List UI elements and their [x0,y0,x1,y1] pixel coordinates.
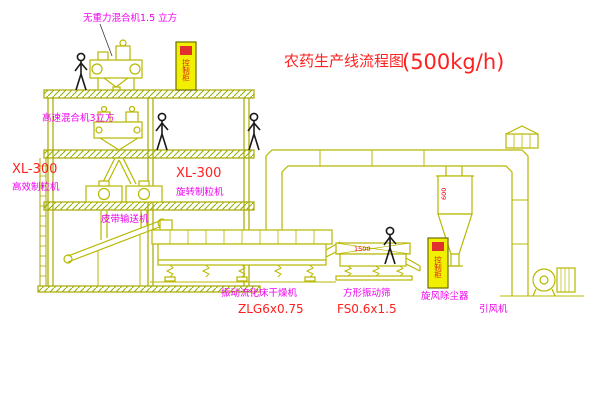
control-cabinet-1: 控制柜 [175,41,197,91]
worker-figure [74,52,88,91]
belt-conveyor-machine [63,218,173,286]
cabinet-1-label: 控制柜 [181,58,190,83]
granulator-right-machine [125,180,163,228]
fluidbed-dryer-machine [150,219,336,283]
label-fan: 引风机 [479,303,508,315]
cabinet-2-label: 控制柜 [433,255,442,280]
label-gravity-mixer: 无重力混合机1.5 立方 [83,12,177,24]
highspeed-mixer [93,105,143,151]
label-cyclone: 旋风除尘器 [421,290,469,302]
diagram-title: 农药生产线流程图 [284,52,404,70]
leader-line [99,23,113,57]
building-structure [37,89,261,293]
vibrating-screen-machine [325,241,421,281]
label-xl300-mid: XL-300 [176,166,221,181]
label-screen-model: FS0.6x1.5 [337,302,397,316]
exhaust-duct [265,149,529,296]
label-screen: 方形振动筛 [343,287,391,299]
label-fluidbed-model: ZLG6x0.75 [238,302,304,316]
worker-figure [155,112,169,151]
label-highspeed-mixer: 高速混合机3立方 [42,112,115,124]
label-belt-conveyor: 皮带输送机 [101,213,149,225]
label-fluidbed: 振动流化床干燥机 [221,287,298,299]
label-xl300-left: XL-300 [12,162,57,177]
label-granulator-left: 高效制粒机 [12,181,60,193]
control-cabinet-2: 控制柜 [427,237,449,289]
granulator-left-machine [85,180,123,240]
cyclone-separator-machine [436,166,474,267]
screen-dimension: 1500 [354,245,371,253]
y-chute [101,157,137,185]
gravity-mixer [89,39,143,91]
induced-draft-fan-machine [500,267,584,297]
label-granulator-mid: 旋转制粒机 [176,186,224,198]
cyclone-dimension: 600 [440,188,448,200]
stack-cap [505,125,539,149]
worker-figure [247,112,261,151]
diagram-capacity: (500kg/h) [402,50,504,74]
